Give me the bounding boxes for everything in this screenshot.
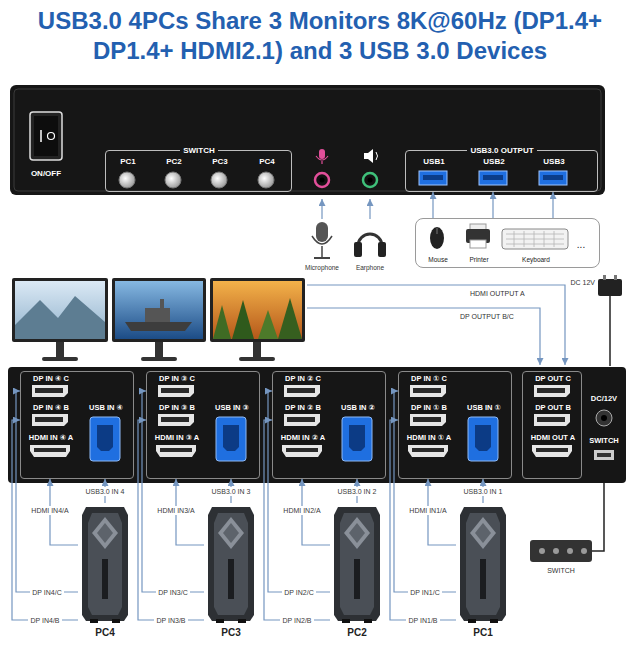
port-label: PC2 [347, 627, 366, 639]
cable-label: DP IN2/C [282, 588, 315, 597]
audio-devices [312, 199, 386, 258]
device-label: SWITCH [547, 566, 575, 575]
device-label: DC 12V [570, 278, 595, 287]
port-label: USB2 [483, 157, 504, 166]
usb-device-box: Mouse Printer Keyboard... [415, 218, 600, 268]
port-label: ... [577, 239, 585, 251]
port-label: DP IN ④ C [33, 375, 69, 384]
port-label: USB IN ④ [89, 404, 123, 413]
port-label: Mouse [428, 256, 448, 263]
port-label: HDMI IN ③ A [155, 434, 199, 443]
port-label: USB IN ① [467, 404, 501, 413]
port-label: DP IN ③ C [159, 375, 195, 384]
cable-label: HDMI IN2/A [281, 506, 322, 515]
rear-panel [8, 367, 626, 483]
cable-label: DP IN3/B [154, 616, 187, 625]
title: USB3.0 4PCs Share 3 Monitors 8K@60Hz (DP… [2, 6, 638, 66]
cable-connector [492, 192, 493, 218]
port-label: PC3 [221, 627, 240, 639]
device-label: HDMI OUTPUT A [470, 289, 525, 298]
cable-label: USB3.0 IN 3 [210, 487, 253, 496]
port-label: USB1 [423, 157, 444, 166]
device-label: DP OUTPUT B/C [460, 312, 514, 321]
cable-label: DP IN1/B [406, 616, 439, 625]
monitors [12, 278, 565, 365]
cable-connector [268, 391, 330, 592]
port-label: USB3 [543, 157, 564, 166]
cable-label: DP IN2/B [280, 616, 313, 625]
port-label: DP IN ③ B [159, 404, 195, 413]
port-label: PC1 [473, 627, 492, 639]
cable-label: DP IN3/C [156, 588, 189, 597]
device-label: Microphone [305, 263, 339, 272]
cable-connector [390, 420, 456, 620]
port-label: DC/12V [591, 395, 617, 404]
port-label: PC3 [212, 157, 228, 166]
cable-label: HDMI IN4/A [29, 506, 70, 515]
pc-node: PC3 [204, 503, 258, 643]
input-port-group: DP IN ② C DP IN ② B HDMI IN ② A USB IN ② [272, 371, 386, 479]
port-label: PC1 [120, 157, 136, 166]
port-label: DP IN ④ B [33, 404, 69, 413]
cable-connector [16, 391, 78, 592]
port-label: SWITCH [589, 437, 619, 446]
cable-connector [552, 192, 553, 218]
port-label: HDMI IN ① A [407, 434, 451, 443]
port-label: Printer [469, 256, 488, 263]
device-label: Earphone [356, 263, 384, 272]
remote-switch [530, 483, 604, 562]
port-label: DP OUT B [535, 404, 571, 413]
port-label: SWITCH [180, 146, 218, 155]
port-label: HDMI IN ④ A [29, 434, 73, 443]
cable-label: DP IN4/B [28, 616, 61, 625]
cable-connector [394, 391, 456, 592]
port-label: PC4 [95, 627, 114, 639]
input-port-group: DP IN ① C DP IN ① B HDMI IN ① A USB IN ① [398, 371, 512, 479]
port-label: HDMI IN ② A [281, 434, 325, 443]
cable-label: USB3.0 IN 2 [336, 487, 379, 496]
cable-connector [12, 420, 78, 620]
cable-label: HDMI IN1/A [407, 506, 448, 515]
cable-label: USB3.0 IN 4 [84, 487, 127, 496]
port-label: USB3.0 OUTPUT [467, 146, 536, 155]
dc-adapter [598, 275, 622, 366]
pc-node: PC2 [330, 503, 384, 643]
cable-label: DP IN1/C [408, 588, 441, 597]
pc-node: PC4 [78, 503, 132, 643]
usb-devices [430, 224, 568, 249]
input-port-group: DP IN ④ C DP IN ④ B HDMI IN ④ A USB IN ④ [20, 371, 134, 479]
port-label: HDMI OUT A [531, 434, 575, 443]
usb-output-group: USB3.0 OUTPUTUSB1USB2USB3 [405, 150, 598, 192]
cable-label: USB3.0 IN 1 [462, 487, 505, 496]
cable-connector [264, 420, 330, 620]
port-label: DP IN ① C [411, 375, 447, 384]
input-port-group: DP IN ③ C DP IN ③ B HDMI IN ③ A USB IN ③ [146, 371, 260, 479]
port-label: USB IN ③ [215, 404, 249, 413]
cable-connector [142, 391, 204, 592]
cable-label: DP IN4/C [30, 588, 63, 597]
front-panel: ON/OFF SWITCH PC1 PC2 PC3 PC4 USB3.0 OUTPUT USB… [10, 85, 605, 195]
port-label: PC2 [166, 157, 182, 166]
port-label: DP IN ② C [285, 375, 321, 384]
cable-connector [432, 192, 433, 218]
cable-label: HDMI IN3/A [155, 506, 196, 515]
front-panel [10, 85, 605, 195]
port-label: DP IN ① B [411, 404, 447, 413]
pc-towers [82, 507, 506, 623]
switch-group: SWITCHPC1PC2PC3PC4 [105, 150, 292, 192]
port-label: ON/OFF [31, 169, 61, 178]
port-label: DP IN ② B [285, 404, 321, 413]
output-port-group: DP OUT C DP OUT B HDMI OUT A [522, 371, 582, 479]
port-label: PC4 [259, 157, 275, 166]
port-label: USB IN ② [341, 404, 375, 413]
pc-node: PC1 [456, 503, 510, 643]
port-label: Keyboard [522, 256, 550, 263]
rear-panel: DC/12V SWITCH DP IN ④ C DP IN ④ B HDMI IN ④ … [8, 367, 626, 483]
cable-connector [138, 420, 204, 620]
port-label: DP OUT C [535, 375, 571, 384]
